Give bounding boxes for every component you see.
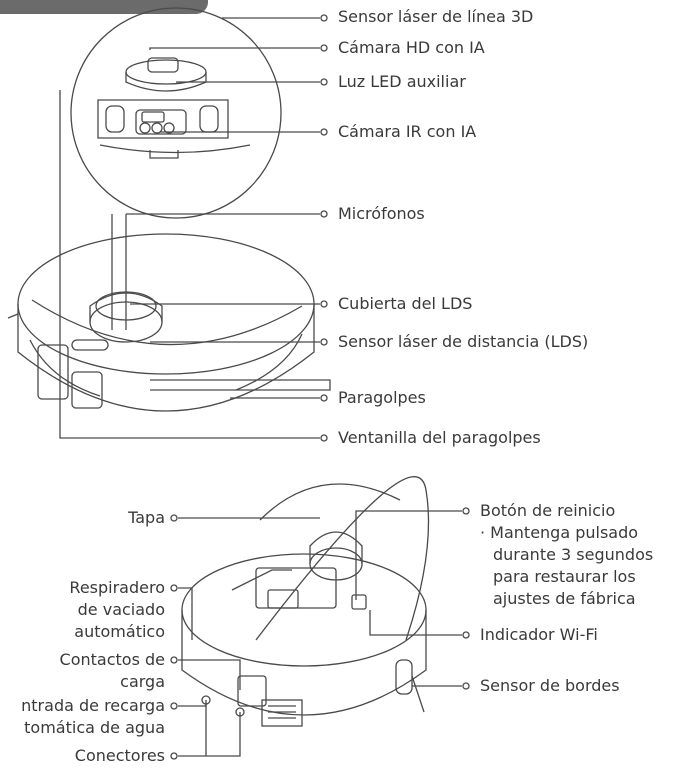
- label-vent-3: automático: [74, 622, 165, 641]
- label-edge-sensor: Sensor de bordes: [480, 676, 620, 695]
- top-robot-drawing: [7, 7, 331, 439]
- label-vent-2: de vaciado: [77, 600, 165, 619]
- label-wifi-indicator: Indicador Wi-Fi: [480, 625, 598, 644]
- label-lds-cover: Cubierta del LDS: [338, 294, 473, 313]
- label-hd-ai-camera: Cámara HD con IA: [338, 38, 485, 57]
- label-auxiliary-led: Luz LED auxiliar: [338, 72, 466, 91]
- label-ir-ai-camera: Cámara IR con IA: [338, 122, 477, 141]
- robot-bottom-body: [181, 553, 427, 667]
- label-reset-note-2: durante 3 segundos: [493, 545, 654, 564]
- label-lid: Tapa: [128, 508, 165, 527]
- label-contacts-2: carga: [120, 672, 165, 691]
- label-bumper-window: Ventanilla del paragolpes: [338, 428, 541, 447]
- label-vent-1: Respiradero: [69, 578, 165, 597]
- label-contacts-1: Contactos de: [59, 650, 165, 669]
- label-connectors: Conectores: [74, 746, 165, 765]
- label-lds-sensor: Sensor láser de distancia (LDS): [338, 332, 589, 351]
- bottom-robot-drawing: [181, 476, 430, 727]
- label-reset-note-3: para restaurar los: [493, 567, 636, 586]
- label-refill-2: tomática de agua: [24, 718, 165, 737]
- robot-open-lid: [255, 476, 430, 641]
- label-reset-button: Botón de reinicio: [480, 501, 616, 520]
- label-3d-line-laser: Sensor láser de línea 3D: [338, 7, 534, 26]
- leader-lines-bottom: [170, 507, 470, 760]
- leader-lines-top: [126, 14, 328, 442]
- label-reset-note-1: · Mantenga pulsado: [480, 523, 639, 542]
- label-reset-note-4: ajustes de fábrica: [493, 589, 636, 608]
- label-refill-1: ntrada de recarga: [21, 696, 165, 715]
- zoom-detail-circle: [70, 7, 282, 219]
- label-microphones: Micrófonos: [338, 204, 425, 223]
- label-bumper: Paragolpes: [338, 388, 426, 407]
